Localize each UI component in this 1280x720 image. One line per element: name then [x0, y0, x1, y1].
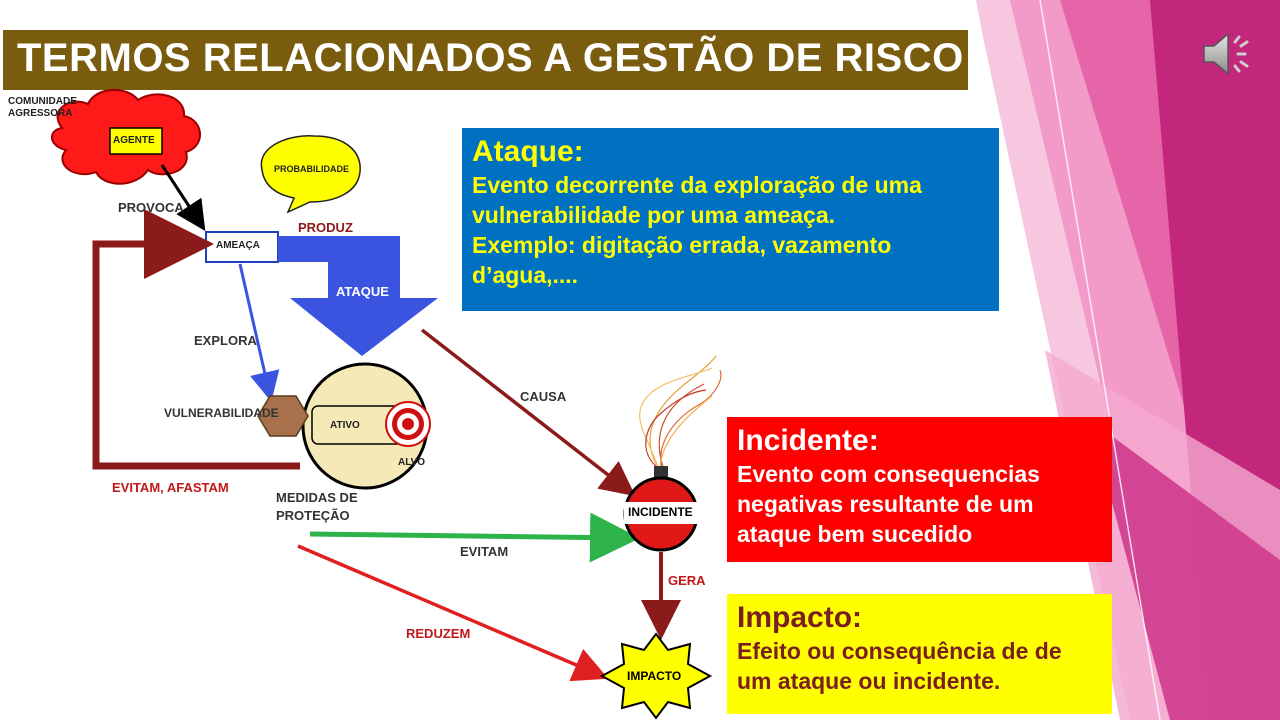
- alvo-target-icon: [385, 401, 431, 447]
- ataque-heading: Ataque:: [472, 135, 584, 168]
- causa-label: CAUSA: [520, 389, 567, 404]
- provoca-label: PROVOCA: [118, 200, 184, 215]
- probabilidade-label: PROBABILIDADE: [274, 164, 350, 174]
- ataque-example: Exemplo: digitação errada, vazamento d’a…: [472, 232, 892, 288]
- ameaca-label: AMEAÇA: [216, 240, 260, 251]
- impacto-definition-box: Impacto: Efeito ou consequência de de um…: [727, 594, 1112, 714]
- incidente-heading: Incidente:: [737, 424, 879, 457]
- explora-label: EXPLORA: [194, 333, 257, 348]
- incidente-text: Evento com consequencias negativas resul…: [737, 461, 1040, 547]
- produz-label: PRODUZ: [298, 220, 353, 235]
- ativo-label: ATIVO: [330, 420, 360, 431]
- impacto-star: [599, 632, 713, 720]
- impacto-text: Efeito ou consequência de de um ataque o…: [737, 638, 1062, 694]
- impacto-heading: Impacto:: [737, 601, 863, 634]
- ataque-label: ATAQUE: [336, 284, 389, 299]
- reduzem-label: REDUZEM: [406, 626, 471, 641]
- impacto-label: IMPACTO: [627, 669, 682, 683]
- evitam-label: EVITAM: [460, 544, 509, 559]
- title-bar: TERMOS RELACIONADOS A GESTÃO DE RISCO: [3, 30, 968, 90]
- probabilidade-bubble: [260, 135, 361, 214]
- evitam-afastam-label: EVITAM, AFASTAM: [112, 480, 229, 495]
- speaker-icon[interactable]: [1198, 28, 1256, 80]
- flame-icon: [639, 355, 722, 471]
- medidas-protecao-label: MEDIDAS DE PROTEÇÃO: [276, 490, 358, 523]
- gera-label: GERA: [668, 573, 706, 588]
- agente-cloud: [51, 88, 201, 185]
- incidente-label: INCIDENTE: [628, 505, 693, 519]
- vulnerabilidade-label: VULNERABILIDADE: [164, 406, 279, 420]
- vulnerabilidade-hexagon: [257, 395, 309, 437]
- incidente-definition-box: Incidente: Evento com consequencias nega…: [727, 417, 1112, 562]
- agente-label: AGENTE: [113, 135, 155, 146]
- ataque-text: Evento decorrente da exploração de uma v…: [472, 172, 922, 228]
- alvo-label: ALVO: [398, 457, 426, 468]
- ataque-definition-box: Ataque: Evento decorrente da exploração …: [462, 128, 999, 311]
- page-title: TERMOS RELACIONADOS A GESTÃO DE RISCO: [17, 36, 964, 80]
- comunidade-label: COMUNIDADE AGRESSORA: [8, 96, 77, 119]
